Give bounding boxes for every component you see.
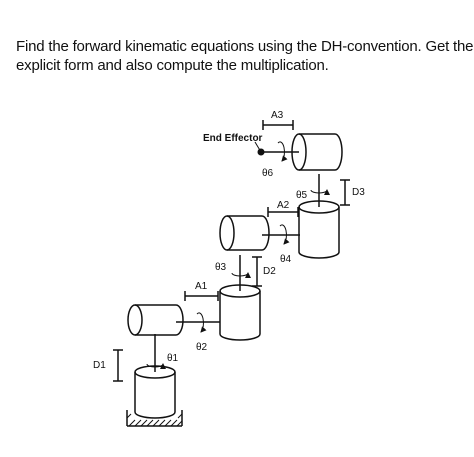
theta2-label: θ2 <box>196 342 208 353</box>
theta6-rotation-icon <box>277 141 288 162</box>
base-cylinder <box>134 365 176 419</box>
ground-hatch <box>126 410 183 427</box>
a2-dimension <box>267 207 299 217</box>
end-effector-label: End Effector <box>203 133 263 144</box>
problem-line-2: explicit form and also compute the multi… <box>16 57 329 74</box>
joint6-horizontal-cylinder <box>291 133 343 171</box>
joint2-horizontal-cylinder <box>127 304 184 336</box>
theta3-label: θ3 <box>215 262 227 273</box>
d3-label: D3 <box>352 187 365 198</box>
theta4-label: θ4 <box>280 254 292 265</box>
d1-label: D1 <box>93 360 106 371</box>
theta2-rotation-icon <box>196 312 207 333</box>
a1-dimension <box>184 291 219 301</box>
joint4-horizontal-cylinder <box>219 215 270 251</box>
end-effector-leader <box>254 141 262 153</box>
a3-dimension <box>262 120 294 130</box>
theta6-label: θ6 <box>262 168 274 179</box>
a2-label: A2 <box>277 200 290 211</box>
theta5-rotation-icon <box>310 189 330 196</box>
theta5-label: θ5 <box>296 190 308 201</box>
d3-dimension <box>340 179 350 206</box>
problem-line-1: Find the forward kinematic equations usi… <box>16 38 474 55</box>
joint3-vertical-cylinder <box>219 284 261 341</box>
problem-statement: Find the forward kinematic equations usi… <box>16 37 474 75</box>
theta4-rotation-icon <box>279 224 290 245</box>
theta1-label: θ1 <box>167 353 179 364</box>
d1-dimension <box>113 349 123 382</box>
theta3-rotation-icon <box>231 272 251 279</box>
d2-label: D2 <box>263 266 276 277</box>
theta1-rotation-icon <box>146 363 166 370</box>
d2-dimension <box>252 256 262 287</box>
a3-label: A3 <box>271 110 284 121</box>
a1-label: A1 <box>195 281 208 292</box>
joint5-vertical-cylinder <box>298 200 340 259</box>
